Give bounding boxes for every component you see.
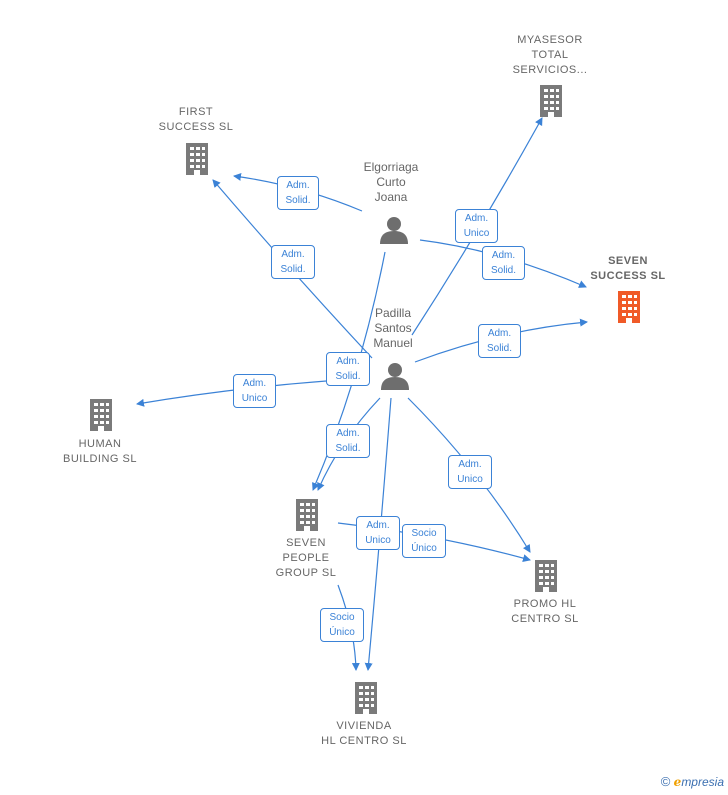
person-icon[interactable]: [381, 363, 409, 390]
node-label-seven-people[interactable]: SEVEN PEOPLE GROUP SL: [275, 537, 337, 579]
node-label-myasesor[interactable]: MYASESOR TOTAL SERVICIOS...: [512, 34, 588, 76]
edge-label: Adm. Solid.: [326, 424, 370, 458]
person-icon[interactable]: [380, 217, 408, 244]
edge-label: Adm. Solid.: [478, 324, 521, 358]
building-icon-highlight[interactable]: [618, 291, 640, 323]
building-icon[interactable]: [90, 399, 112, 431]
edge-label: Socio Único: [402, 524, 446, 558]
edge-label: Adm. Unico: [233, 374, 276, 408]
node-label-seven-success[interactable]: SEVEN SUCCESS SL: [590, 255, 666, 282]
building-icon[interactable]: [535, 560, 557, 592]
building-icon[interactable]: [186, 143, 208, 175]
edge-label: Adm. Solid.: [482, 246, 525, 280]
edge-label: Adm. Unico: [455, 209, 498, 243]
building-icon[interactable]: [540, 85, 562, 117]
edge-label: Adm. Solid.: [326, 352, 370, 386]
person-label-elgorriaga[interactable]: Elgorriaga Curto Joana: [363, 160, 419, 204]
brand-logo-e: e: [673, 775, 682, 789]
building-icon[interactable]: [296, 499, 318, 531]
node-label-first-success[interactable]: FIRST SUCCESS SL: [158, 106, 234, 133]
edge-label: Adm. Unico: [356, 516, 400, 550]
node-label-promo-hl[interactable]: PROMO HL CENTRO SL: [511, 598, 579, 625]
edge-label: Socio Único: [320, 608, 364, 642]
edge-label: Adm. Solid.: [277, 176, 319, 210]
edge-label: Adm. Unico: [448, 455, 492, 489]
copyright-symbol: ©: [660, 774, 671, 789]
person-label-padilla[interactable]: Padilla Santos Manuel: [373, 306, 413, 350]
node-label-human-building[interactable]: HUMAN BUILDING SL: [63, 438, 137, 465]
brand-logo-text: mpresia: [681, 775, 724, 789]
node-label-vivienda-hl[interactable]: VIVIENDA HL CENTRO SL: [321, 720, 407, 747]
edge-label: Adm. Solid.: [271, 245, 315, 279]
building-icon[interactable]: [355, 682, 377, 714]
brand-footer[interactable]: © empresia: [661, 774, 724, 789]
